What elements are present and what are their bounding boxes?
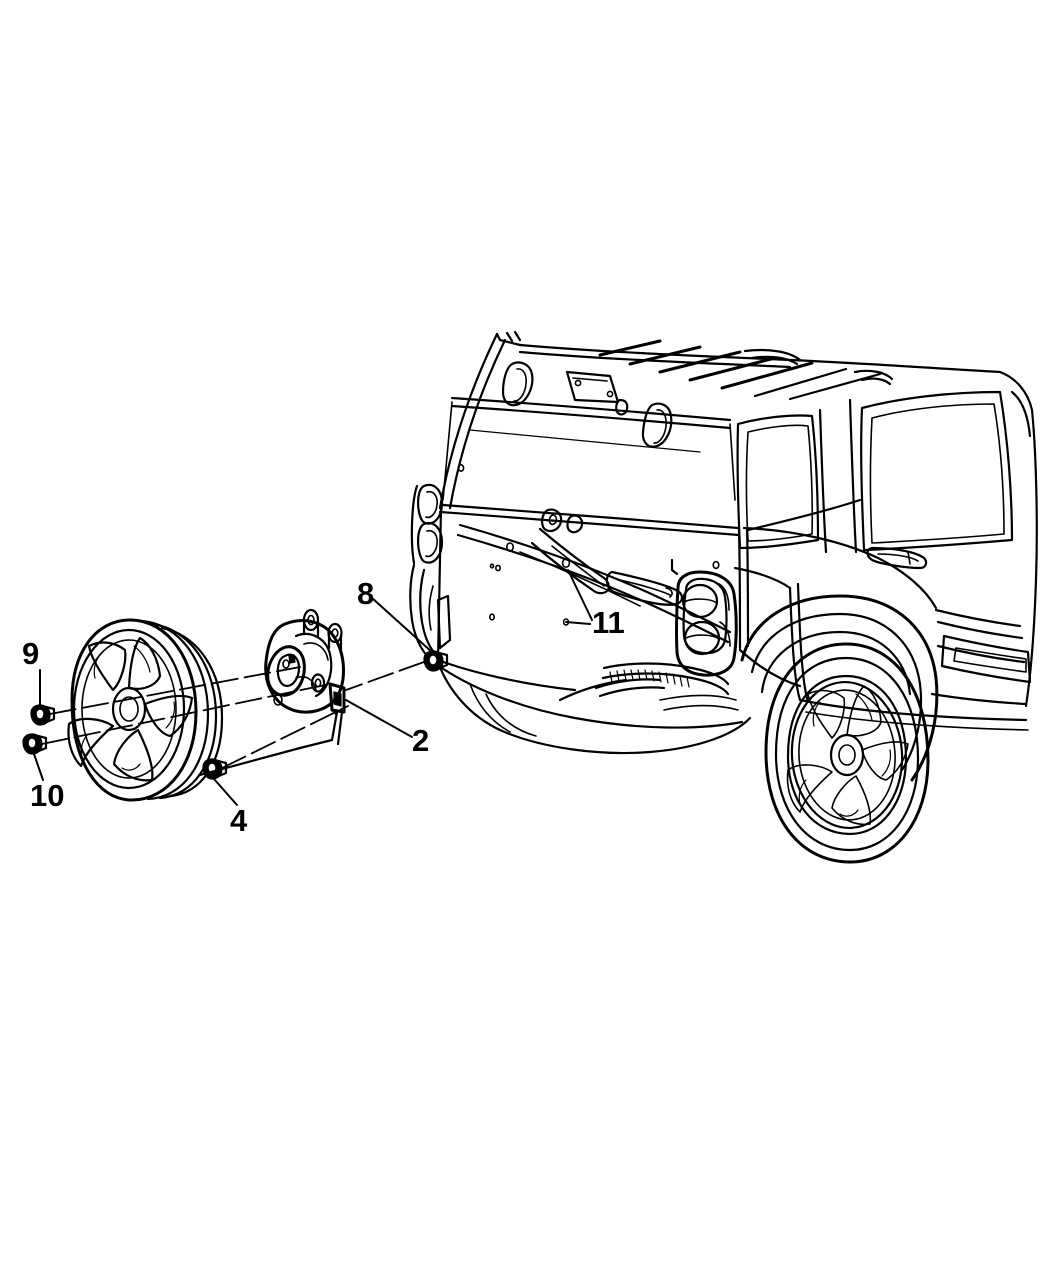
callout-9: 9 — [22, 636, 40, 671]
tail-lamp-right — [670, 558, 738, 677]
bumper-step-pad — [558, 662, 739, 711]
callout-8: 8 — [357, 576, 375, 611]
callout-11: 11 — [592, 605, 625, 640]
rear-wheel — [764, 642, 930, 864]
callout-10: 10 — [30, 778, 65, 813]
body-mount-bolt — [423, 650, 449, 672]
spare-tire — [67, 618, 224, 802]
callout-4: 4 — [230, 803, 248, 838]
roof-rail-slats — [598, 339, 882, 401]
callout-2: 2 — [412, 723, 430, 758]
leader-lines — [33, 569, 593, 806]
wheel-mounting-nut-upper — [30, 704, 56, 726]
vehicle-body — [409, 330, 1038, 864]
tail-lamp-left — [410, 483, 444, 565]
liftgate-holes — [457, 463, 720, 626]
spare-tire-carrier-bracket — [264, 608, 346, 716]
